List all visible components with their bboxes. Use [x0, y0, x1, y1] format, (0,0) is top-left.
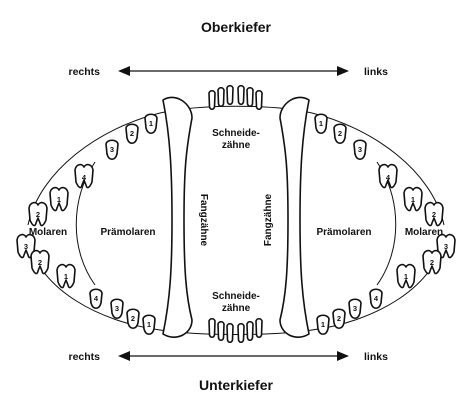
tooth-number: 2 — [130, 129, 134, 138]
tooth-number: 2 — [430, 258, 434, 267]
upper-incisors — [208, 84, 263, 111]
tooth-number: 3 — [24, 242, 28, 251]
lower-jaw-title: Unterkiefer — [199, 377, 273, 393]
tooth-number: 1 — [404, 272, 408, 281]
canines-left-label: Fangzähne — [263, 193, 274, 246]
tooth-number: 3 — [110, 145, 114, 154]
lower-direction-arrow: rechts links — [68, 351, 388, 363]
upper-right-teeth — [28, 113, 158, 227]
tooth-number: 4 — [374, 294, 379, 303]
lower-left-label: links — [364, 351, 388, 363]
upper-right-tooth-numbers: 1 2 3 4 1 2 — [36, 119, 153, 219]
tooth-number: 4 — [82, 173, 87, 182]
tooth-number: 1 — [411, 195, 415, 204]
tooth-number: 1 — [321, 320, 325, 329]
lower-left-tooth-numbers: 1 2 3 4 1 2 3 — [321, 242, 448, 329]
tooth-number: 2 — [38, 258, 42, 267]
upper-arch-line — [27, 105, 445, 226]
tooth-number: 1 — [149, 119, 153, 128]
upper-incisors-label-line1: Schneide- — [212, 128, 260, 139]
tooth-number: 4 — [94, 294, 99, 303]
tooth-number: 2 — [432, 210, 436, 219]
premolars-right-label: Prämolaren — [100, 227, 155, 238]
lower-right-tooth-numbers: 3 2 1 4 3 2 1 — [24, 242, 151, 329]
tooth-number: 3 — [353, 304, 357, 313]
lower-arch-line — [27, 239, 445, 335]
upper-right-label: rechts — [68, 66, 100, 78]
tooth-number: 1 — [57, 195, 61, 204]
lower-incisors-label-line2: zähne — [222, 303, 251, 314]
canine-column-right — [162, 96, 193, 338]
upper-left-teeth — [314, 113, 444, 227]
upper-jaw-title: Oberkiefer — [201, 19, 272, 35]
lower-right-label: rechts — [68, 351, 100, 363]
tooth-number: 3 — [444, 242, 448, 251]
tooth-number: 3 — [115, 304, 119, 313]
lower-incisors-label-line1: Schneide- — [212, 291, 260, 302]
upper-left-label: links — [364, 66, 388, 78]
molars-right-label: Molaren — [29, 227, 67, 238]
lower-incisors — [208, 317, 263, 344]
canine-column-left — [279, 96, 310, 338]
tooth-number: 2 — [131, 314, 135, 323]
molars-left-label: Molaren — [405, 227, 443, 238]
upper-incisors-label-line2: zähne — [222, 140, 251, 151]
tooth-number: 1 — [147, 320, 151, 329]
upper-left-tooth-numbers: 1 2 3 4 1 2 — [319, 119, 436, 219]
tooth-number: 4 — [386, 173, 391, 182]
tooth-number: 3 — [358, 145, 362, 154]
tooth-number: 2 — [338, 129, 342, 138]
upper-direction-arrow: rechts links — [68, 66, 388, 78]
tooth-number: 1 — [64, 272, 68, 281]
tooth-number: 2 — [337, 314, 341, 323]
tooth-number: 1 — [319, 119, 323, 128]
tooth-number: 2 — [36, 210, 40, 219]
premolars-left-label: Prämolaren — [316, 227, 371, 238]
canines-right-label: Fangzähne — [198, 194, 209, 247]
